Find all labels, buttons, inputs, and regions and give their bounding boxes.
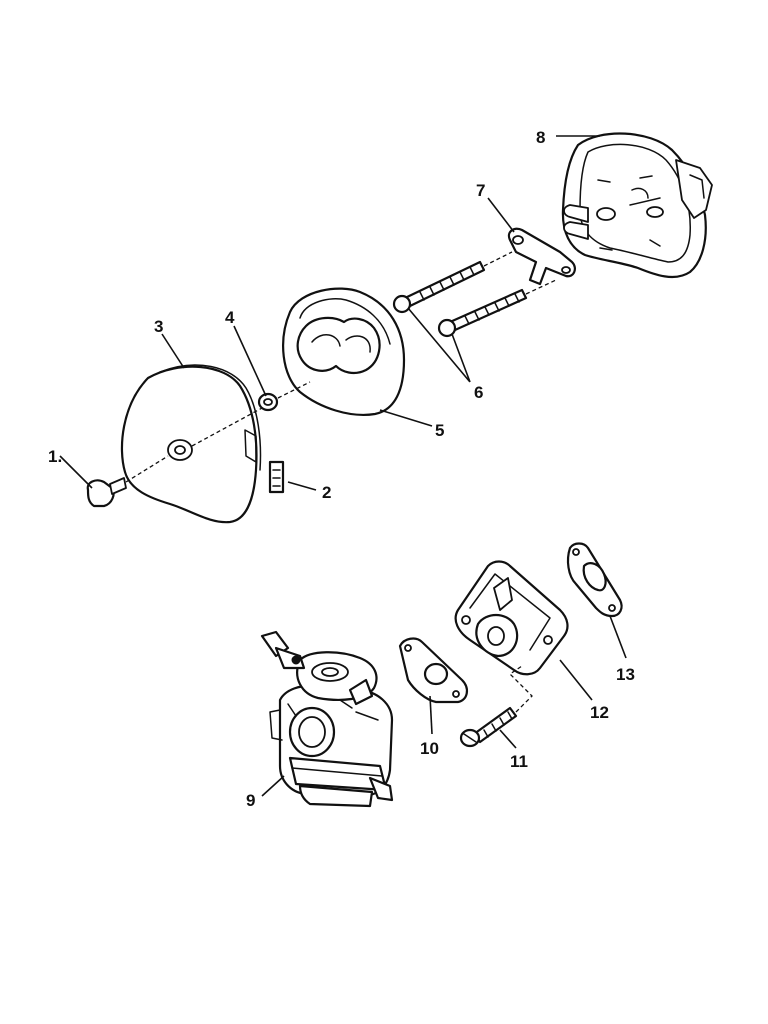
leader-lines [59, 135, 627, 797]
part-11-bolt [459, 665, 533, 748]
part-8-filter-base [561, 132, 713, 279]
part-1-knob [86, 455, 169, 508]
part-9-carburetor [260, 630, 394, 808]
leader-11 [499, 729, 517, 749]
leader-1 [59, 455, 93, 489]
leader-13 [609, 615, 627, 659]
callout-12: 12 [590, 703, 609, 722]
part-2-label [268, 460, 285, 494]
callout-11: 11 [510, 752, 528, 771]
leader-10 [429, 695, 433, 735]
callout-1: 1. [48, 447, 62, 466]
callout-2: 2 [322, 483, 331, 502]
part-10-gasket [398, 637, 468, 704]
callout-3: 3 [154, 317, 163, 336]
callout-6: 6 [474, 383, 483, 402]
callout-13: 13 [616, 665, 635, 684]
leader-3 [161, 333, 185, 369]
callout-10: 10 [420, 739, 439, 758]
part-7-bracket [507, 227, 576, 286]
leader-9 [261, 775, 285, 797]
leader-6 [407, 307, 471, 383]
callout-7: 7 [476, 181, 485, 200]
part-4-washer [257, 381, 311, 412]
leader-7 [487, 197, 515, 233]
part-13-gasket [566, 542, 623, 618]
callout-5: 5 [435, 421, 444, 440]
leader-12 [559, 659, 593, 701]
leader-4 [233, 325, 267, 397]
leader-2 [287, 481, 317, 491]
callout-labels: 1. 2 3 4 5 6 7 8 9 10 11 12 13 [48, 128, 635, 810]
callout-9: 9 [246, 791, 255, 810]
part-12-insulator [454, 560, 569, 676]
callout-4: 4 [225, 308, 235, 327]
part-6-screws [392, 251, 557, 338]
leader-5 [379, 409, 433, 427]
callout-8: 8 [536, 128, 545, 147]
part-3-filter-cover [120, 364, 263, 524]
part-5-foam-filter [282, 287, 406, 416]
